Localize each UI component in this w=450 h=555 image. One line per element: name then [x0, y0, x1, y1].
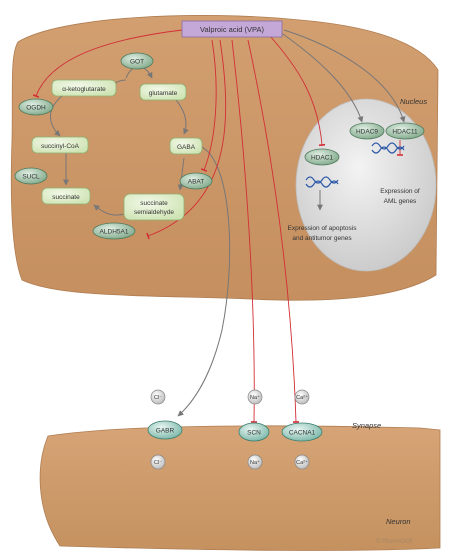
glutamate-label: glutamate: [149, 90, 178, 97]
enzyme-abat[interactable]: ABAT: [179, 172, 213, 190]
alpha-ketoglutarate-label: α-ketoglutarate: [62, 86, 106, 93]
arrow-ssa-to-succinate: [93, 204, 125, 216]
aml-text-line1: Expression of: [380, 188, 420, 195]
vpa-drug-node[interactable]: Valproic acid (VPA): [181, 20, 283, 38]
inhibit-vpa-scn: [231, 39, 258, 423]
hdac11-label: HDAC11: [392, 129, 418, 136]
svg-text:Cl⁻: Cl⁻: [154, 460, 162, 466]
channel-gabr[interactable]: GABR: [147, 420, 183, 440]
enzyme-hdac1[interactable]: HDAC1: [304, 148, 340, 166]
ion-inside-scn: Na⁺: [247, 454, 263, 470]
cacna1-label: CACNA1: [289, 430, 316, 437]
gaba-label: GABA: [177, 144, 196, 151]
metabolite-succinate[interactable]: succinate: [41, 187, 91, 205]
succinate-label: succinate: [52, 194, 80, 201]
metabolite-succinate-semialdehyde[interactable]: succinate semialdehyde: [123, 193, 185, 221]
gabr-label: GABR: [156, 428, 175, 435]
svg-text:Ca²⁺: Ca²⁺: [296, 394, 308, 401]
ion-inside-gabr: Cl⁻: [150, 454, 166, 470]
nucleus-label: Nucleus: [400, 97, 427, 106]
enzyme-ogdh[interactable]: OGDH: [18, 98, 54, 116]
scn-label: SCN: [247, 430, 261, 437]
enzyme-sucl[interactable]: SUCL: [14, 167, 48, 185]
inhibit-vpa-cacna1: [247, 39, 300, 423]
enzyme-got[interactable]: GOT: [120, 52, 154, 70]
ssa-label-line1: succinate: [140, 200, 168, 207]
abat-label: ABAT: [188, 179, 205, 186]
hdac1-label: HDAC1: [311, 155, 333, 162]
neuron-label: Neuron: [386, 517, 411, 526]
arrow-gaba-to-gabr: [177, 145, 231, 417]
ion-outside-scn: Na⁺: [247, 389, 263, 405]
arrow-glutamate-to-gaba: [175, 99, 189, 135]
channel-scn[interactable]: SCN: [238, 422, 270, 442]
aldh5a1-label: ALDH5A1: [100, 229, 129, 236]
svg-text:Ca²⁺: Ca²⁺: [296, 459, 308, 466]
nucleus: [295, 98, 437, 272]
enzyme-hdac11[interactable]: HDAC11: [385, 122, 425, 140]
ogdh-label: OGDH: [26, 105, 46, 112]
ion-outside-gabr: Cl⁻: [150, 389, 166, 405]
got-label: GOT: [130, 59, 144, 66]
hdac9-label: HDAC9: [356, 129, 378, 136]
metabolite-alpha-ketoglutarate[interactable]: α-ketoglutarate: [51, 79, 117, 97]
metabolite-glutamate[interactable]: glutamate: [139, 83, 187, 101]
metabolite-gaba[interactable]: GABA: [169, 137, 203, 155]
ion-inside-cacna1: Ca²⁺: [294, 454, 310, 470]
svg-text:Na⁺: Na⁺: [250, 394, 260, 401]
svg-text:Cl⁻: Cl⁻: [154, 395, 162, 401]
arrow-vpa-to-hdac11: [283, 29, 406, 123]
arrow-vpa-to-hdac9: [279, 31, 364, 123]
apoptosis-text-line1: Expression of apoptosis: [287, 225, 357, 232]
synapse-label: Synapse: [352, 421, 381, 430]
inhibit-vpa-hdac1: [269, 35, 326, 147]
channel-cacna1[interactable]: CACNA1: [281, 422, 323, 442]
apoptosis-text-line2: and antitumor genes: [292, 235, 352, 242]
ssa-label-line2: semialdehyde: [134, 209, 174, 216]
inhibit-vpa-abat: [200, 39, 217, 172]
sucl-label: SUCL: [22, 174, 40, 181]
pharmgkb-watermark: © PharmGKB: [376, 538, 412, 545]
succinyl-coa-label: succinyl-CoA: [41, 143, 80, 150]
arrow-akg-to-succinylcoa: [50, 95, 63, 137]
metabolite-succinyl-coa[interactable]: succinyl-CoA: [31, 136, 89, 154]
dna-icon: [305, 176, 339, 188]
svg-text:Na⁺: Na⁺: [250, 459, 260, 466]
arrow-gaba-to-ssa: [177, 157, 185, 191]
enzyme-hdac9[interactable]: HDAC9: [349, 122, 385, 140]
enzyme-aldh5a1[interactable]: ALDH5A1: [92, 222, 136, 240]
aml-text-line2: AML genes: [384, 198, 417, 205]
neuron-body: [39, 425, 441, 551]
ion-outside-cacna1: Ca²⁺: [294, 389, 310, 405]
inhibit-vpa-ogdh: [32, 29, 183, 98]
vpa-label: Valproic acid (VPA): [200, 25, 264, 34]
dna-icon: [371, 142, 405, 154]
inhibit-vpa-aldh5a1: [146, 39, 227, 240]
